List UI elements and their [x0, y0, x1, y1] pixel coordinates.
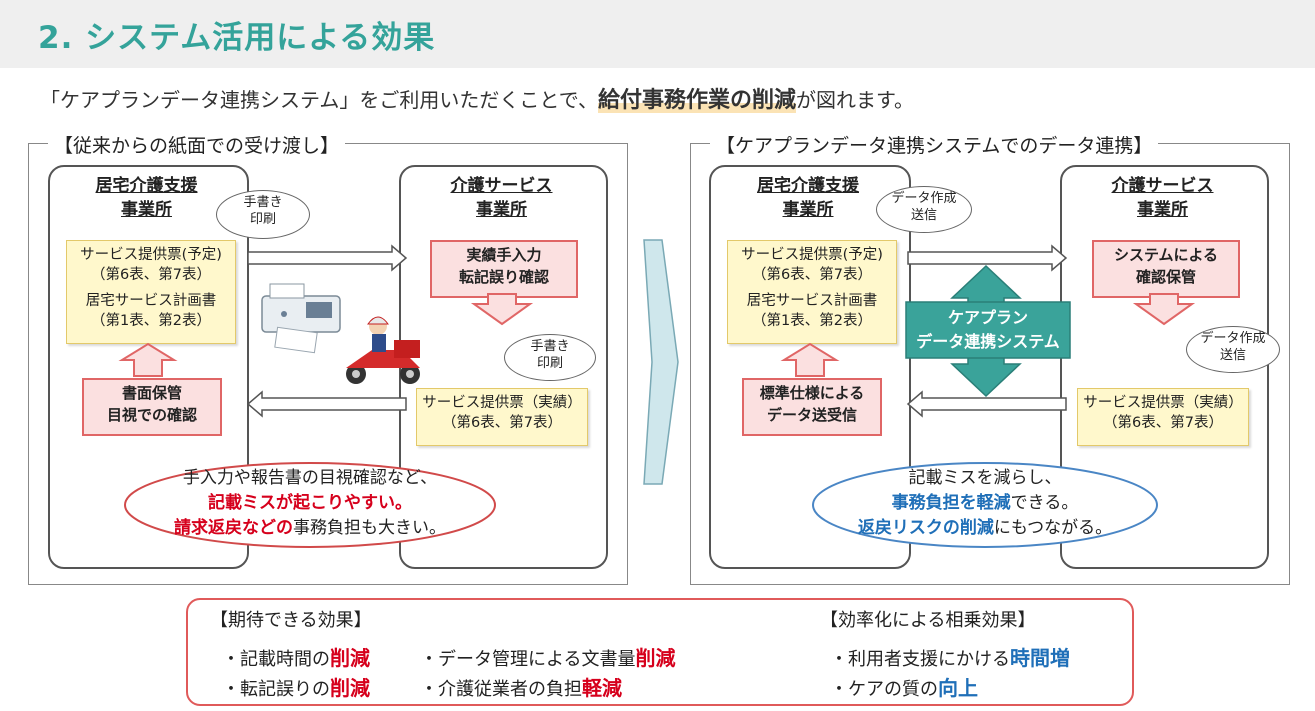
arrow-data-send-top — [907, 244, 1068, 272]
synergy-item: ・利用者支援にかける時間増 — [830, 642, 1070, 671]
red-box-line: 転記誤り確認 — [458, 268, 549, 286]
right-bubble-data-bottom: データ作成 送信 — [1186, 326, 1280, 373]
postman-scooter-icon — [346, 316, 420, 384]
left-red-storage: 書面保管 目視での確認 — [82, 378, 222, 436]
note-line: 居宅サービス計画書 — [746, 293, 878, 309]
right-note-actual: サービス提供票（実績） （第6表、第7表） — [1077, 388, 1249, 446]
effect-emphasis: 削減 — [635, 646, 676, 670]
note-line: （第6表、第7表） — [91, 267, 211, 283]
left-panel-title: 【従来からの紙面での受け渡し】 — [48, 131, 346, 158]
cloud-emphasis: 請求返戻などの — [174, 518, 293, 538]
effect-item: ・介護従業者の負担軽減 — [420, 672, 622, 701]
left-note-actual: サービス提供票（実績） （第6表、第7表） — [416, 388, 588, 446]
note-line: サービス提供票（実績） — [422, 395, 582, 411]
red-box-line: 書面保管 — [121, 384, 182, 402]
cloud-line: 返戻リスクの削減にもつながる。 — [815, 516, 1155, 541]
note-line: （第6表、第7表） — [442, 415, 562, 431]
effect-text: ・介護従業者の負担 — [420, 679, 582, 700]
lead-prefix: 「ケアプランデータ連携システム」をご利用いただくことで、 — [40, 88, 598, 112]
effects-box — [186, 598, 1134, 706]
arrow-down-red-left — [470, 293, 534, 326]
left-bubble-handwrite-top: 手書き 印刷 — [216, 190, 310, 239]
system-label-line: データ連携システム — [916, 332, 1060, 351]
right-note-plan: サービス提供票(予定) （第6表、第7表） 居宅サービス計画書 （第1表、第2表… — [727, 240, 897, 344]
system-double-arrow — [905, 264, 1071, 398]
effect-emphasis: 削減 — [330, 676, 370, 700]
cloud-line: 請求返戻などの事務負担も大きい。 — [135, 516, 485, 541]
left-cloud — [124, 462, 496, 548]
cloud-rest: にもつながる。 — [993, 518, 1113, 538]
cloud-line-emphasis: 記載ミスが起こりやすい。 — [208, 493, 412, 513]
note-line: 居宅サービス計画書 — [85, 293, 217, 309]
effect-emphasis: 削減 — [330, 646, 370, 670]
transition-arrow — [643, 239, 679, 485]
note-line: サービス提供票(予定) — [80, 247, 222, 263]
system-label-line: ケアプラン — [947, 308, 1028, 327]
note-line: （第6表、第7表） — [752, 267, 872, 283]
right-red-standard: 標準仕様による データ送受信 — [742, 378, 882, 436]
note-line: （第1表、第2表） — [752, 313, 872, 329]
arrow-right-to-left-bottom — [246, 390, 407, 418]
synergy-emphasis: 時間増 — [1010, 646, 1070, 670]
effect-item: ・データ管理による文書量削減 — [420, 642, 675, 671]
effects-right-title: 【効率化による相乗効果】 — [820, 610, 1036, 631]
cloud-emphasis: 返戻リスクの削減 — [857, 518, 994, 538]
right-org-care-support-label: 居宅介護支援 事業所 — [757, 176, 859, 220]
red-box-line: 標準仕様による — [759, 384, 865, 402]
effect-item: ・記載時間の削減 — [222, 642, 370, 671]
arrow-down-red-right — [1132, 293, 1196, 326]
arrow-up-red-right — [780, 342, 840, 377]
cloud-rest: 事務負担も大きい。 — [293, 518, 446, 538]
synergy-text: ・利用者支援にかける — [830, 649, 1010, 670]
note-line: （第1表、第2表） — [91, 313, 211, 329]
note-line: サービス提供票(予定) — [741, 247, 883, 263]
left-org-service-label: 介護サービス 事業所 — [450, 176, 553, 220]
right-cloud-text: 記載ミスを減らし、 事務負担を軽減できる。 返戻リスクの削減にもつながる。 — [815, 466, 1155, 541]
effect-item: ・転記誤りの削減 — [222, 672, 370, 701]
right-cloud — [812, 462, 1158, 548]
arrow-up-red-left — [118, 342, 178, 377]
note-line: （第6表、第7表） — [1103, 415, 1223, 431]
effect-text: ・データ管理による文書量 — [420, 649, 636, 670]
red-box-line: 目視での確認 — [106, 406, 197, 424]
effects-left-title: 【期待できる効果】 — [210, 610, 372, 631]
left-bubble-handwrite-bottom: 手書き 印刷 — [504, 334, 596, 381]
left-note-plan: サービス提供票(予定) （第6表、第7表） 居宅サービス計画書 （第1表、第2表… — [66, 240, 236, 344]
cloud-emphasis: 事務負担を軽減 — [891, 493, 1011, 513]
note-line: サービス提供票（実績） — [1083, 395, 1243, 411]
synergy-text: ・ケアの質の — [830, 679, 938, 700]
system-label: ケアプラン データ連携システム — [906, 306, 1070, 354]
cloud-line: 事務負担を軽減できる。 — [815, 491, 1155, 516]
lead-suffix: が図れます。 — [796, 88, 915, 112]
page-title: 2. システム活用による効果 — [38, 20, 436, 56]
effect-emphasis: 軽減 — [582, 676, 622, 700]
synergy-emphasis: 向上 — [938, 676, 978, 700]
right-org-service-label: 介護サービス 事業所 — [1111, 176, 1214, 220]
red-box-line: システムによる — [1113, 246, 1219, 264]
cloud-line: 記載ミスを減らし、 — [908, 468, 1062, 488]
left-org-care-support-label: 居宅介護支援 事業所 — [95, 176, 198, 220]
effect-text: ・転記誤りの — [222, 679, 330, 700]
synergy-item: ・ケアの質の向上 — [830, 672, 978, 701]
right-panel-title: 【ケアプランデータ連携システムでのデータ連携】 — [710, 131, 1159, 158]
red-box-line: 実績手入力 — [466, 246, 542, 264]
cloud-rest: できる。 — [1010, 493, 1079, 513]
lead-text: 「ケアプランデータ連携システム」をご利用いただくことで、給付事務作業の削減が図れ… — [40, 82, 914, 114]
right-bubble-data-top: データ作成 送信 — [876, 186, 972, 233]
arrow-left-to-right-top — [247, 244, 408, 272]
red-box-line: 確認保管 — [1135, 268, 1196, 286]
effect-text: ・記載時間の — [222, 649, 330, 670]
red-box-line: データ送受信 — [766, 406, 857, 424]
header-bar — [0, 0, 1315, 68]
arrow-data-receive-bottom — [906, 390, 1067, 418]
left-cloud-text: 手入力や報告書の目視確認など、 記載ミスが起こりやすい。 請求返戻などの事務負担… — [135, 466, 485, 541]
lead-highlight: 給付事務作業の削減 — [598, 88, 797, 113]
fax-machine-icon — [261, 283, 341, 354]
cloud-line: 手入力や報告書の目視確認など、 — [182, 468, 438, 488]
